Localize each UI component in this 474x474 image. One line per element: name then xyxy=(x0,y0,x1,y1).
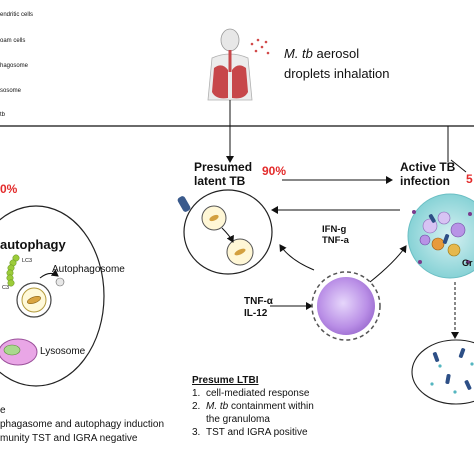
cytokine-il-12: IL-12 xyxy=(244,308,268,319)
left-note-2: munity TST and IGRA negative xyxy=(0,433,138,444)
ltbi-notes: Presume LTBI 1.cell-mediated response 2.… xyxy=(192,374,362,439)
legend-mtb: tb xyxy=(0,112,6,118)
ltbi-note-3: the granuloma xyxy=(206,414,270,425)
bacilli-dispersal xyxy=(411,339,474,405)
active-title-line1: Active TB xyxy=(400,160,456,174)
active-percent: 5 xyxy=(466,172,473,186)
caption-line2: droplets inhalation xyxy=(284,66,390,81)
lysosome-label: Lysosome xyxy=(40,346,86,357)
left-note-1: phagasome and autophagy induction xyxy=(0,419,165,430)
legend-dendritic-cells: endritic cells xyxy=(0,12,34,18)
granuloma xyxy=(407,193,474,279)
inhalation-caption: M. tb aerosol droplets inhalation xyxy=(284,44,390,84)
ltbi-note-2: 2.M. tb containment within xyxy=(192,401,314,412)
human-lungs-icon xyxy=(207,28,270,101)
left-notes: e phagasome and autophagy induction muni… xyxy=(0,404,164,446)
legend-lysosome: sosome xyxy=(0,88,22,94)
lc3-label-a: LC3 xyxy=(22,258,33,264)
granuloma-label: Gr xyxy=(462,258,473,268)
left-macrophage-cell xyxy=(0,205,105,387)
mtb-organism: M. tb xyxy=(284,46,313,61)
left-percent: 0% xyxy=(0,182,18,196)
autophagy-label: autophagy xyxy=(0,237,66,252)
cytokine-ifn-g: IFN-g xyxy=(322,224,347,235)
active-title-line2: infection xyxy=(400,174,450,188)
latent-title-line1: Presumed xyxy=(194,160,253,174)
active-title: Active TB infection xyxy=(400,160,455,188)
legend-foam-cells: oam cells xyxy=(0,38,26,44)
left-note-0: e xyxy=(0,405,6,416)
cytokine-tnf-alpha: TNF-α xyxy=(244,296,273,307)
cytokine-tnf-a: TNF-a xyxy=(322,235,349,246)
latent-title: Presumed latent TB xyxy=(194,160,252,188)
lc3-label-b: C3 xyxy=(2,285,10,291)
latent-percent: 90% xyxy=(262,164,287,178)
ltbi-title: Presume LTBI xyxy=(192,375,259,386)
autophagosome-label: Autophagosome xyxy=(52,264,125,275)
ltbi-note-4: 3.TST and IGRA positive xyxy=(192,427,308,438)
latent-title-line2: latent TB xyxy=(194,174,246,188)
legend-phagosome: hagosome xyxy=(0,63,29,69)
ltbi-note-1: 1.cell-mediated response xyxy=(192,388,310,399)
tnf-cytokines: TNF-α IL-12 xyxy=(244,296,273,320)
lymphocyte-cell xyxy=(311,271,381,341)
caption-line1: aerosol xyxy=(312,46,360,61)
ifn-cytokines: IFN-g TNF-a xyxy=(322,224,349,246)
latent-cell xyxy=(177,189,273,275)
